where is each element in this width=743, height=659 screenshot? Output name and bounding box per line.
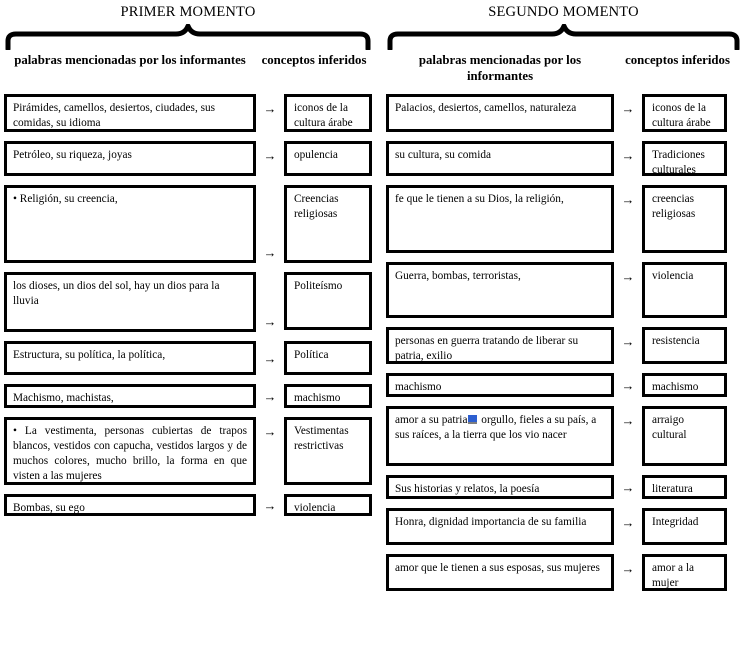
arrow-right-icon: → (263, 314, 277, 329)
header-words-primer: palabras mencionadas por los informantes (14, 53, 246, 67)
rows-primer: Pirámides, camellos, desiertos, ciudades… (4, 94, 372, 516)
concept-box: literatura (642, 475, 727, 499)
arrow-right-icon: → (263, 388, 277, 404)
moment-title-primer: PRIMER MOMENTO (120, 4, 256, 20)
concept-box: arraigo cultural (642, 406, 727, 466)
concept-row: • La vestimenta, personas cubiertas de t… (4, 417, 372, 485)
words-box: los dioses, un dios del sol, hay un dios… (4, 272, 256, 332)
words-box: su cultura, su comida (386, 141, 614, 176)
words-box: • La vestimenta, personas cubiertas de t… (4, 417, 256, 485)
concept-box: Integridad (642, 508, 727, 545)
header-concepts-segundo: conceptos inferidos (625, 53, 730, 67)
concept-box: opulencia (284, 141, 372, 176)
arrow-right-icon: → (263, 424, 277, 439)
concept-box: Creencias religiosas (284, 185, 372, 263)
words-box: • Religión, su creencia, (4, 185, 256, 263)
words-box: Machismo, machistas, (4, 384, 256, 408)
words-text-part: orgullo, fieles a su país, a sus raíces,… (395, 414, 597, 441)
concept-row: Bombas, su ego → violencia (4, 494, 372, 516)
concept-box: iconos de la cultura árabe (642, 94, 727, 132)
words-box: Estructura, su política, la política, (4, 341, 256, 375)
concept-row: Sus historias y relatos, la poesía → liter… (386, 475, 741, 499)
concept-box: violencia (284, 494, 372, 516)
concept-row: • Religión, su creencia, → Creencias relig… (4, 185, 372, 263)
words-box: fe que le tienen a su Dios, la religión, (386, 185, 614, 253)
column-headers-segundo: palabras mencionadas por los informantes… (386, 52, 741, 94)
concept-row: Palacios, desiertos, camellos, naturalez… (386, 94, 741, 132)
arrow-right-icon: → (621, 101, 635, 116)
moment-column-primer: PRIMER MOMENTO palabras mencionadas por … (4, 0, 372, 525)
concept-box: iconos de la cultura árabe (284, 94, 372, 132)
words-text-part: amor a su patria (395, 414, 468, 426)
header-words-segundo: palabras mencionadas por los informantes (418, 53, 582, 84)
words-box: Bombas, su ego (4, 494, 256, 516)
spellcheck-highlight-icon (468, 415, 478, 424)
concept-row: Estructura, su política, la política, → Po… (4, 341, 372, 375)
concept-row: Pirámides, camellos, desiertos, ciudades… (4, 94, 372, 132)
concept-row: personas en guerra tratando de liberar s… (386, 327, 741, 364)
moment-column-segundo: SEGUNDO MOMENTO palabras mencionadas por… (386, 0, 741, 600)
words-box: machismo (386, 373, 614, 397)
arrow-right-icon: → (621, 515, 635, 530)
arrow-right-icon: → (621, 479, 635, 495)
curly-brace-icon-segundo (386, 24, 741, 50)
concept-row: fe que le tienen a su Dios, la religión,… (386, 185, 741, 253)
words-box: amor que le tienen a sus esposas, sus mu… (386, 554, 614, 591)
concept-row: machismo → machismo (386, 373, 741, 397)
concept-box: amor a la mujer (642, 554, 727, 591)
concept-row: Machismo, machistas, → machismo (4, 384, 372, 408)
arrow-right-icon: → (621, 148, 635, 163)
concept-box: Política (284, 341, 372, 375)
moment-title-segundo: SEGUNDO MOMENTO (488, 4, 639, 20)
concept-row: amor a su patria orgullo, fieles a su pa… (386, 406, 741, 466)
concept-box: Vestimentas restrictivas (284, 417, 372, 485)
concept-box: Politeísmo (284, 272, 372, 330)
words-box: Palacios, desiertos, camellos, naturalez… (386, 94, 614, 132)
words-box: Guerra, bombas, terroristas, (386, 262, 614, 318)
arrow-right-icon: → (621, 561, 635, 576)
concept-row: Petróleo, su riqueza, joyas → opulencia (4, 141, 372, 176)
arrow-right-icon: → (263, 245, 277, 260)
concept-row: su cultura, su comida → Tradiciones cultur… (386, 141, 741, 176)
words-box: Petróleo, su riqueza, joyas (4, 141, 256, 176)
arrow-right-icon: → (263, 497, 277, 513)
arrow-right-icon: → (621, 192, 635, 207)
words-box: Honra, dignidad importancia de su famili… (386, 508, 614, 545)
concept-box: violencia (642, 262, 727, 318)
concept-row: amor que le tienen a sus esposas, sus mu… (386, 554, 741, 591)
concept-row: los dioses, un dios del sol, hay un dios… (4, 272, 372, 332)
arrow-right-icon: → (621, 377, 635, 393)
rows-segundo: Palacios, desiertos, camellos, naturalez… (386, 94, 741, 591)
words-box: amor a su patria orgullo, fieles a su pa… (386, 406, 614, 466)
arrow-right-icon: → (263, 101, 277, 116)
concept-row: Guerra, bombas, terroristas, → violencia (386, 262, 741, 318)
concept-box: creencias religiosas (642, 185, 727, 253)
concept-box: machismo (642, 373, 727, 397)
header-concepts-primer: conceptos inferidos (261, 53, 367, 67)
words-box: Pirámides, camellos, desiertos, ciudades… (4, 94, 256, 132)
concept-row: Honra, dignidad importancia de su famili… (386, 508, 741, 545)
arrow-right-icon: → (621, 269, 635, 284)
concept-box: Tradiciones culturales (642, 141, 727, 176)
curly-brace-icon-primer (4, 24, 372, 50)
words-box: Sus historias y relatos, la poesía (386, 475, 614, 499)
arrow-right-icon: → (263, 350, 277, 366)
concept-box: resistencia (642, 327, 727, 364)
concept-box: machismo (284, 384, 372, 408)
arrow-right-icon: → (263, 148, 277, 163)
arrow-right-icon: → (621, 413, 635, 428)
words-box: personas en guerra tratando de liberar s… (386, 327, 614, 364)
arrow-right-icon: → (621, 334, 635, 349)
column-headers-primer: palabras mencionadas por los informantes… (4, 52, 372, 94)
